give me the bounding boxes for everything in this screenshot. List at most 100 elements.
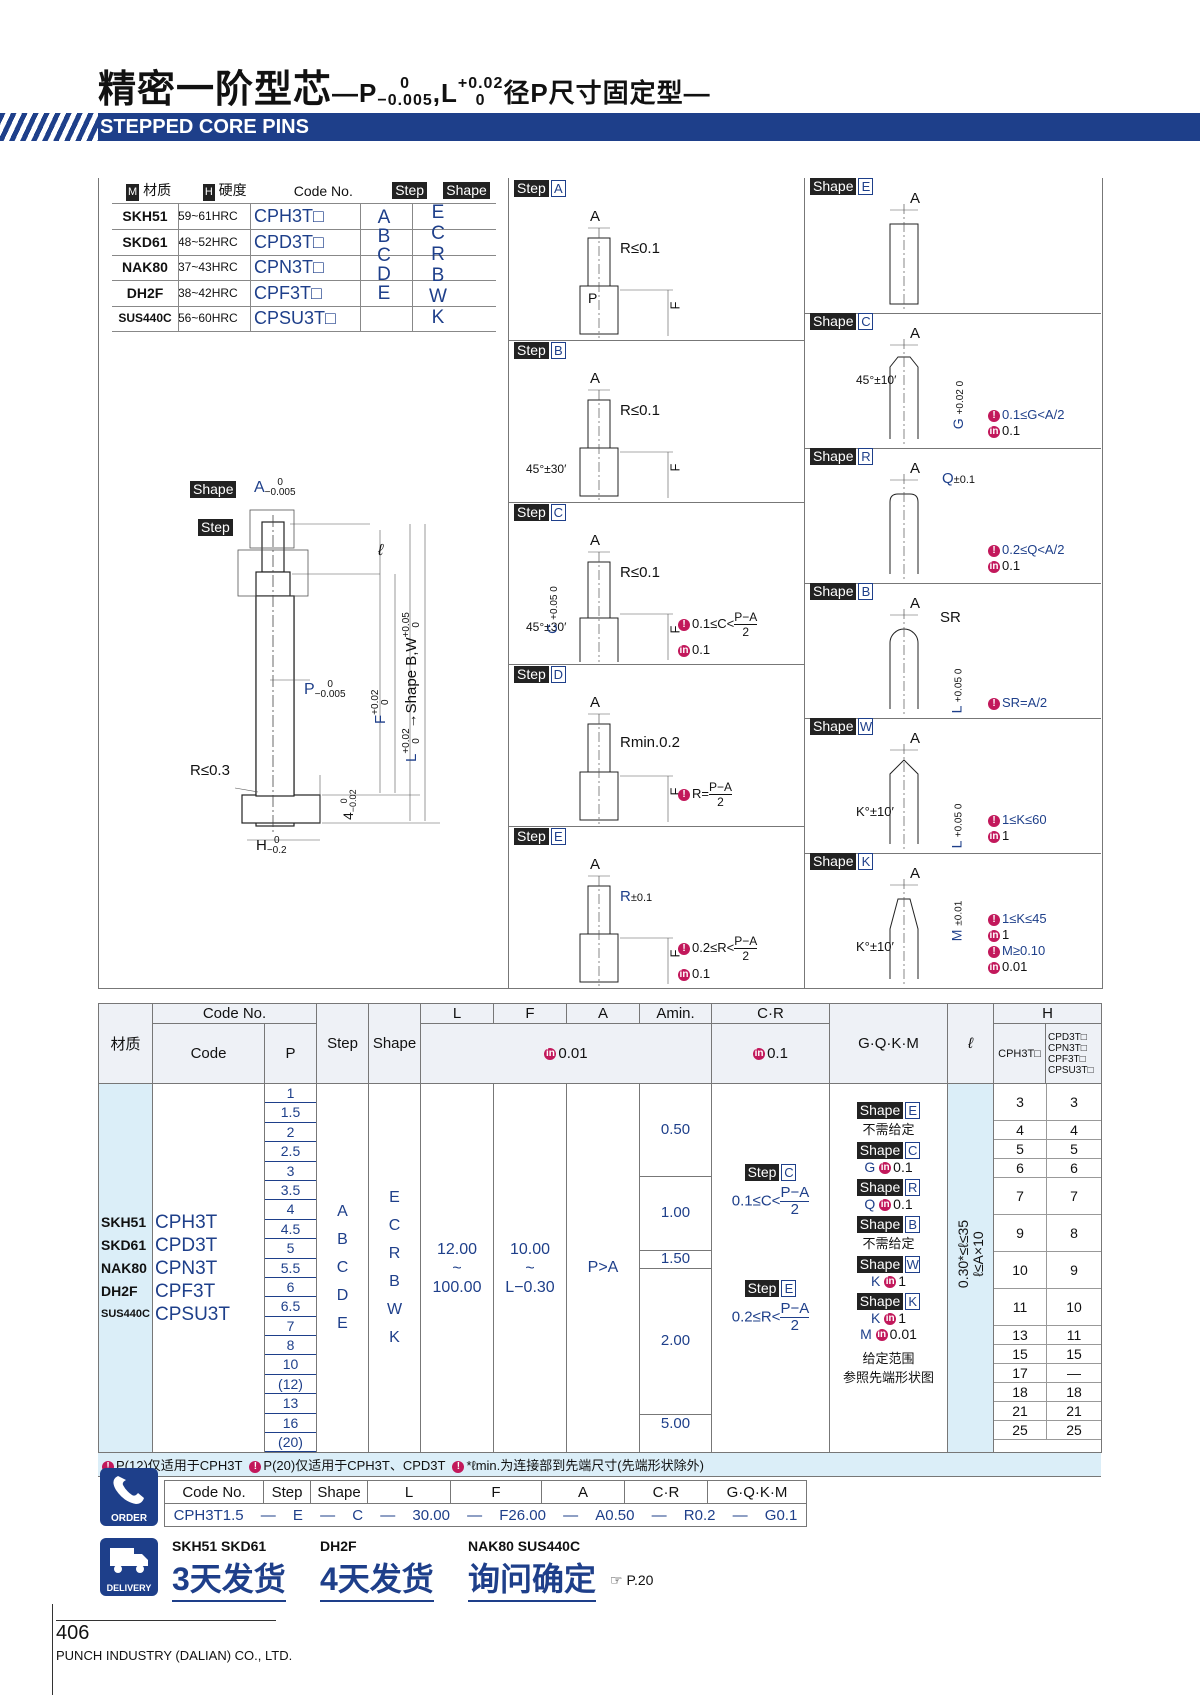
in-icon: in (988, 961, 1000, 974)
h-val-2: 15 (1066, 1346, 1082, 1362)
h-val-2: 7 (1070, 1188, 1078, 1204)
h-val-2: 4 (1070, 1122, 1078, 1138)
cr-frac-bot-e: 2 (790, 1317, 800, 1334)
mt-shapes: E C R B W K (424, 202, 452, 328)
order-header: C·R (624, 1480, 708, 1504)
main-a-label: A (254, 479, 265, 497)
delivery-text-1: 3天发货 (172, 1554, 286, 1602)
td-step-1: B (337, 1231, 348, 1249)
td-amin-3: 2.00 (640, 1268, 711, 1415)
step-r-label: R≤0.1 (620, 564, 660, 581)
section-band: STEPPED CORE PINS (0, 113, 1200, 141)
h-val-2: — (1067, 1365, 1081, 1381)
h-val-1: 18 (994, 1383, 1047, 1401)
mt-shape-r: R (431, 244, 445, 265)
main-a-tol-top: 0 (277, 477, 283, 488)
band-label: STEPPED CORE PINS (100, 116, 309, 138)
td-code-3: CPF3T (155, 1280, 216, 1302)
td-F-1: ~ (525, 1259, 535, 1277)
mt-h-step: Step (392, 182, 428, 199)
material-code: CPH3T□ (254, 206, 324, 226)
th-L: L (420, 1003, 494, 1024)
shape-a-label: A (910, 460, 921, 477)
main-t-dim: 40−0.02 (339, 789, 358, 820)
order-example-value: R0.2 (683, 1506, 716, 1524)
delivery-mats-3: NAK80 SUS440C (468, 1538, 581, 1554)
in-icon: in (988, 929, 1000, 942)
p-value: 10 (265, 1355, 316, 1375)
h-val-2: 11 (1066, 1327, 1082, 1343)
shape-l-tol: +0.05 0 (953, 803, 965, 838)
p-value: 16 (265, 1414, 316, 1434)
shape-l-tol: +0.05 0 (953, 668, 965, 703)
shape-letter: B (858, 583, 874, 600)
foot3: *ℓmin.为连接部到先端尺寸(先端形状除外) (466, 1458, 704, 1474)
step-r-label: Rmin.0.2 (620, 734, 680, 751)
title-l-sup: +0.02 (457, 74, 504, 92)
main-p-tol-bot: −0.005 (314, 689, 346, 700)
step-tag: Step (514, 504, 549, 521)
main-r-label: R≤0.3 (190, 762, 230, 779)
step-drawing (579, 713, 673, 824)
shape-letter: W (858, 718, 874, 735)
p-value: 3 (265, 1162, 316, 1181)
td-amin-2: 1.50 (640, 1250, 711, 1269)
shape-tag: Shape (856, 1102, 904, 1119)
step-note-text: R= (692, 785, 709, 801)
drawing-frame (98, 178, 1103, 989)
p-value: 4 (265, 1200, 316, 1220)
cr-frac-top-e: P−A (780, 1300, 810, 1318)
truck-icon (110, 1548, 148, 1573)
th-H: H (993, 1003, 1102, 1024)
step-f-label: F (667, 301, 683, 310)
h-val-1: 4 (994, 1121, 1047, 1139)
shape-note-text: 1 (1002, 828, 1010, 843)
td-step-4: E (337, 1315, 348, 1333)
td-mat-1: SKD61 (101, 1236, 147, 1253)
main-a-tol-bot: −0.005 (264, 487, 296, 498)
gqkm-val2: 0.01 (889, 1326, 917, 1342)
th-h2-2: CPF3T□ (1048, 1053, 1086, 1065)
step-p-label: P (588, 290, 598, 306)
step-r-tol: ±0.1 (630, 892, 653, 904)
shape-note-text: 0.1≤G<A/2 (1002, 407, 1065, 422)
mt-step-b: B (377, 226, 391, 247)
step-r-text: R (620, 888, 631, 905)
shape-m-text: M (948, 929, 965, 942)
in-icon: in (879, 1199, 892, 1212)
h-val-2: 6 (1070, 1160, 1078, 1176)
shape-letter: K (858, 853, 874, 870)
h-icon: H (202, 184, 215, 201)
td-shape-3: B (389, 1273, 400, 1291)
delivery-ref: ☞ P.20 (610, 1572, 654, 1588)
step-a-label: A (590, 856, 601, 873)
shape-letter: E (858, 178, 874, 195)
order-header: Code No. (164, 1480, 264, 1504)
main-t-label: 4 (340, 812, 356, 820)
material-code: CPSU3T□ (254, 308, 336, 329)
order-example-value: A0.50 (595, 1506, 635, 1524)
cr-stepc-text: 0.1≤C< (731, 1192, 781, 1210)
mt-shape-w: W (429, 286, 447, 307)
p-value: 2.5 (265, 1142, 316, 1162)
step-tag: Step (514, 828, 549, 845)
step-letter: E (550, 828, 566, 845)
step-a-label: A (590, 532, 601, 549)
material-name: SUS440C (118, 311, 172, 326)
gqkm-foot1: 给定范围 (862, 1351, 915, 1366)
gqkm-val: 0.1 (893, 1159, 913, 1175)
note-icon: ! (988, 945, 1000, 958)
title-tol-sub: −0.005 (377, 91, 433, 109)
h-val-2: 18 (1066, 1384, 1082, 1400)
order-header: G·Q·K·M (707, 1480, 807, 1504)
